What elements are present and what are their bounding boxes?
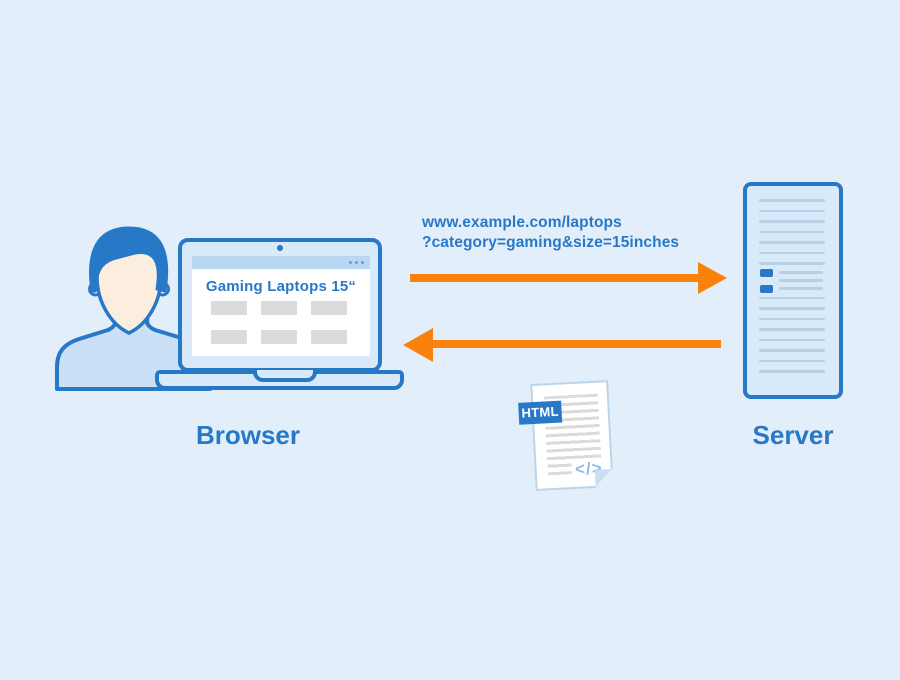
server-vent-line bbox=[747, 293, 839, 304]
server-vent-line bbox=[747, 248, 839, 259]
server-vent-line bbox=[747, 258, 839, 269]
server-led-icon bbox=[760, 268, 773, 277]
html-document-icon: </> HTML bbox=[518, 378, 622, 497]
server-vent-line bbox=[747, 303, 839, 314]
user-hair bbox=[89, 226, 169, 293]
laptop-screen: Gaming Laptops 15“ bbox=[178, 238, 382, 372]
response-arrow bbox=[431, 340, 721, 348]
laptop-base-notch bbox=[253, 370, 317, 382]
server-vent-line bbox=[747, 366, 839, 377]
browser-window: Gaming Laptops 15“ bbox=[192, 256, 370, 356]
request-url-line2: ?category=gaming&size=15inches bbox=[422, 234, 680, 251]
product-placeholder bbox=[211, 301, 247, 315]
webpage-title: Gaming Laptops 15“ bbox=[205, 278, 357, 295]
server-led-icon bbox=[760, 284, 773, 293]
server-vent-line bbox=[747, 314, 839, 325]
server-vent-line bbox=[747, 324, 839, 335]
document-corner-fold-icon bbox=[594, 469, 613, 487]
product-placeholder bbox=[261, 301, 297, 315]
server-slots bbox=[747, 195, 839, 377]
response-arrow-head-icon bbox=[403, 328, 433, 362]
request-url: www.example.com/laptops ?category=gaming… bbox=[422, 213, 679, 253]
product-grid bbox=[211, 301, 347, 344]
product-placeholder bbox=[261, 330, 297, 344]
server-vent-line bbox=[747, 356, 839, 367]
document-page: </> bbox=[530, 380, 614, 492]
server-label: Server bbox=[752, 420, 834, 450]
product-placeholder bbox=[311, 330, 347, 344]
server-vent-line bbox=[747, 277, 839, 285]
browser-label: Browser bbox=[195, 420, 301, 450]
server-vent-line bbox=[747, 206, 839, 217]
server-vent-line bbox=[747, 335, 839, 346]
server-vent-line bbox=[747, 237, 839, 248]
browser-titlebar bbox=[192, 256, 370, 269]
server-led-row bbox=[747, 284, 839, 293]
request-url-line1: www.example.com/laptops bbox=[422, 214, 622, 231]
product-placeholder bbox=[211, 330, 247, 344]
webcam-dot-icon bbox=[277, 245, 283, 251]
server-icon bbox=[743, 182, 843, 399]
server-led-row bbox=[747, 268, 839, 277]
html-badge: HTML bbox=[518, 400, 563, 425]
server-vent-line bbox=[747, 345, 839, 356]
product-placeholder bbox=[311, 301, 347, 315]
server-vent-line bbox=[747, 227, 839, 238]
server-vent-line bbox=[747, 216, 839, 227]
request-arrow-head-icon bbox=[698, 262, 727, 294]
request-arrow bbox=[410, 274, 702, 282]
server-vent-line bbox=[747, 195, 839, 206]
window-controls-icon bbox=[349, 261, 364, 264]
